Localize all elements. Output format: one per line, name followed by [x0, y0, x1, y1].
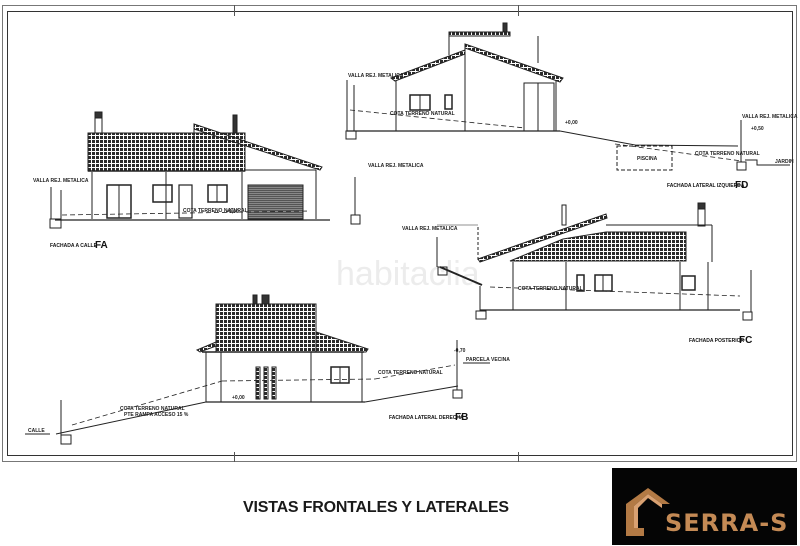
elevation-fc-label: FACHADA POSTERIOR: [689, 338, 744, 344]
elevation-fd: [345, 22, 790, 171]
elevation-fd-code: FD: [735, 180, 748, 191]
annotation-valla: VALLA REJ. METALICA: [742, 114, 798, 120]
annotation-cota-terreno: COTA TERRENO NATURAL: [695, 151, 760, 157]
elevation-fa-code: FA: [95, 240, 108, 251]
serra-s-logo: SERRA-S: [612, 468, 797, 545]
annotation-jardin: JARDIN: [775, 159, 794, 165]
frame-tick: [234, 452, 235, 462]
annotation-level: +0,50: [751, 126, 764, 132]
elevation-fb-code: FB: [455, 412, 468, 423]
frame-tick: [518, 5, 519, 16]
annotation-level: +0,00: [232, 395, 245, 401]
elevation-fb: [25, 294, 490, 445]
drawing-inner-frame: [7, 11, 793, 456]
annotation-level: +0,00: [226, 209, 239, 215]
annotation-rampa: PTE RAMPA ACCESO 15 %: [124, 412, 189, 418]
annotation-parcela-vecina: PARCELA VECINA: [466, 357, 510, 363]
annotation-calle: CALLE: [28, 428, 45, 434]
house-logo-icon: [626, 488, 670, 536]
elevation-fd-label: FACHADA LATERAL IZQUIERDA: [667, 183, 745, 189]
annotation-valla: VALLA REJ. METALICA: [348, 73, 404, 79]
annotation-piscina: PISCINA: [637, 156, 658, 162]
elevation-fc-code: FC: [739, 335, 752, 346]
elevation-fc: [436, 202, 753, 321]
elevation-fb-label: FACHADA LATERAL DERECHA: [389, 415, 464, 421]
annotation-cota-terreno: COTA TERRENO NATURAL: [120, 406, 185, 412]
elevation-fa: [49, 111, 361, 229]
annotation-level: +0,00: [565, 120, 578, 126]
annotation-level: -0,70: [454, 348, 466, 354]
annotation-cota-terreno: COTA TERRENO NATURAL: [183, 208, 248, 214]
annotation-cota-terreno: COTA TERRENO NATURAL: [390, 111, 455, 117]
elevation-fa-label: FACHADA A CALLE: [50, 243, 98, 249]
annotation-valla: VALLA REJ. METALICA: [402, 226, 458, 232]
annotation-valla: VALLA REJ. METALICA: [368, 163, 424, 169]
annotation-valla: VALLA REJ. METALICA: [33, 178, 89, 184]
sheet-title: VISTAS FRONTALES Y LATERALES: [243, 499, 509, 516]
frame-tick: [234, 5, 235, 16]
annotation-cota-terreno: COTA TERRENO NATURAL: [378, 370, 443, 376]
drawing-outer-frame: [2, 5, 797, 462]
annotation-cota-terreno: COTA TERRENO NATURAL: [518, 286, 583, 292]
frame-tick: [518, 452, 519, 462]
brand-name: SERRA-S: [665, 509, 789, 537]
